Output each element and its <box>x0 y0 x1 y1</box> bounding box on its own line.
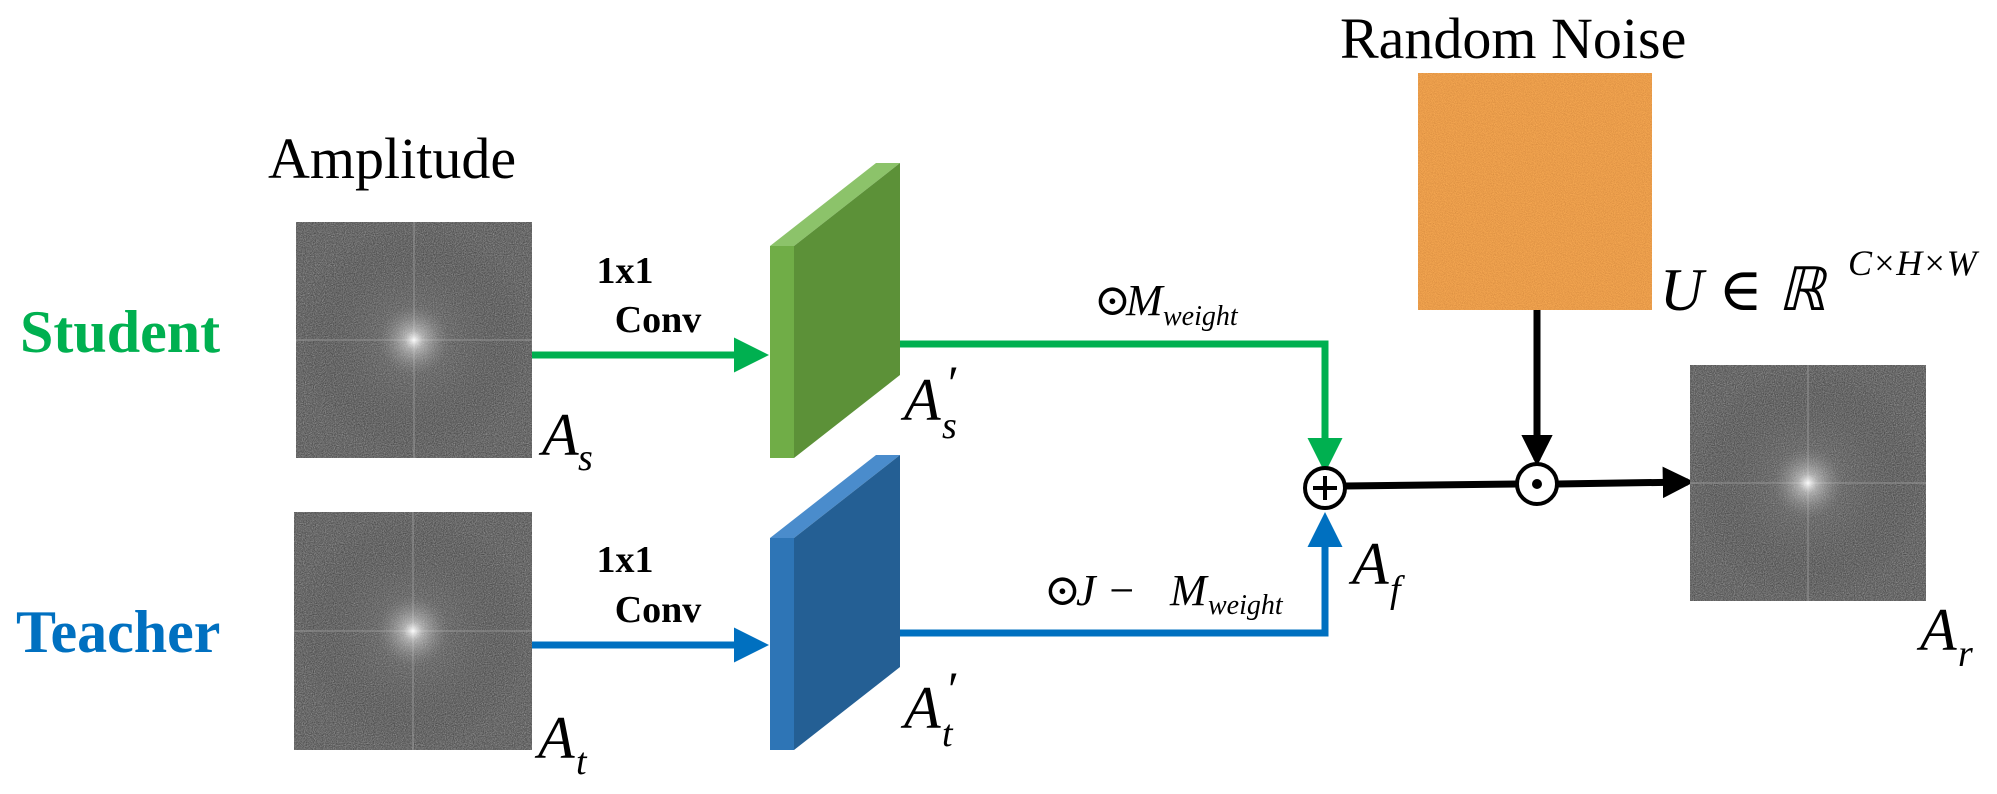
teacher-label: Teacher <box>16 599 220 665</box>
svg-text:weight: weight <box>1163 301 1239 332</box>
teacher-to-add-arrow <box>900 512 1343 637</box>
conv-bottom-line2: Conv <box>615 589 702 631</box>
svg-text:A: A <box>538 402 579 468</box>
svg-text:A: A <box>900 367 941 433</box>
student-amplitude-image <box>296 222 532 458</box>
teacher-conv-feature-block <box>770 455 900 750</box>
svg-text:C×H×W: C×H×W <box>1848 243 1980 283</box>
label-A-s: A s <box>538 402 593 479</box>
label-odot-j-minus-m-weight: ⊙ J − M weight <box>1044 566 1284 621</box>
label-A-s-prime: A s ′ <box>900 355 959 447</box>
student-to-add-arrow <box>900 340 1343 473</box>
svg-text:t: t <box>942 713 954 755</box>
conv-top-line2: Conv <box>615 299 702 341</box>
student-label: Student <box>20 299 220 365</box>
conv-bottom-line1: 1x1 <box>597 539 654 581</box>
student-conv-feature-block <box>770 163 900 458</box>
svg-text:s: s <box>578 437 593 479</box>
svg-text:weight: weight <box>1208 590 1284 621</box>
label-U-in-R: U ∈ ℝ C×H×W <box>1660 243 1980 323</box>
svg-text:s: s <box>942 405 957 447</box>
svg-text:M: M <box>1125 276 1165 325</box>
svg-text:A: A <box>1916 597 1957 663</box>
label-A-r: A r <box>1916 597 1973 675</box>
label-odot-m-weight: ⊙ M weight <box>1094 276 1239 332</box>
svg-text:⊙: ⊙ <box>1094 276 1131 325</box>
circle-dot-icon <box>1515 462 1559 506</box>
svg-text:f: f <box>1390 569 1405 611</box>
svg-text:U ∈ ℝ: U ∈ ℝ <box>1660 257 1829 323</box>
circle-plus-icon <box>1303 466 1347 510</box>
label-A-t-prime: A t ′ <box>900 661 959 755</box>
teacher-amplitude-image <box>294 512 532 750</box>
random-noise-label: Random Noise <box>1340 6 1686 71</box>
svg-text:′: ′ <box>948 355 959 411</box>
multiply-to-output-arrow <box>1556 466 1695 499</box>
svg-text:r: r <box>1958 633 1973 675</box>
add-to-multiply-line <box>1344 480 1518 490</box>
svg-text:J −: J − <box>1076 566 1136 615</box>
label-A-f: A f <box>1348 531 1405 611</box>
output-amplitude-image <box>1690 365 1926 601</box>
amplitude-label: Amplitude <box>268 126 516 191</box>
svg-text:M: M <box>1169 566 1209 615</box>
svg-text:A: A <box>1348 531 1389 597</box>
label-A-t: A t <box>534 705 588 783</box>
svg-text:′: ′ <box>948 661 959 717</box>
svg-text:A: A <box>534 705 575 771</box>
svg-text:⊙: ⊙ <box>1044 566 1081 615</box>
svg-text:t: t <box>576 741 588 783</box>
conv-top-line1: 1x1 <box>597 250 654 292</box>
random-noise-image <box>1418 73 1652 310</box>
svg-text:A: A <box>900 675 941 741</box>
